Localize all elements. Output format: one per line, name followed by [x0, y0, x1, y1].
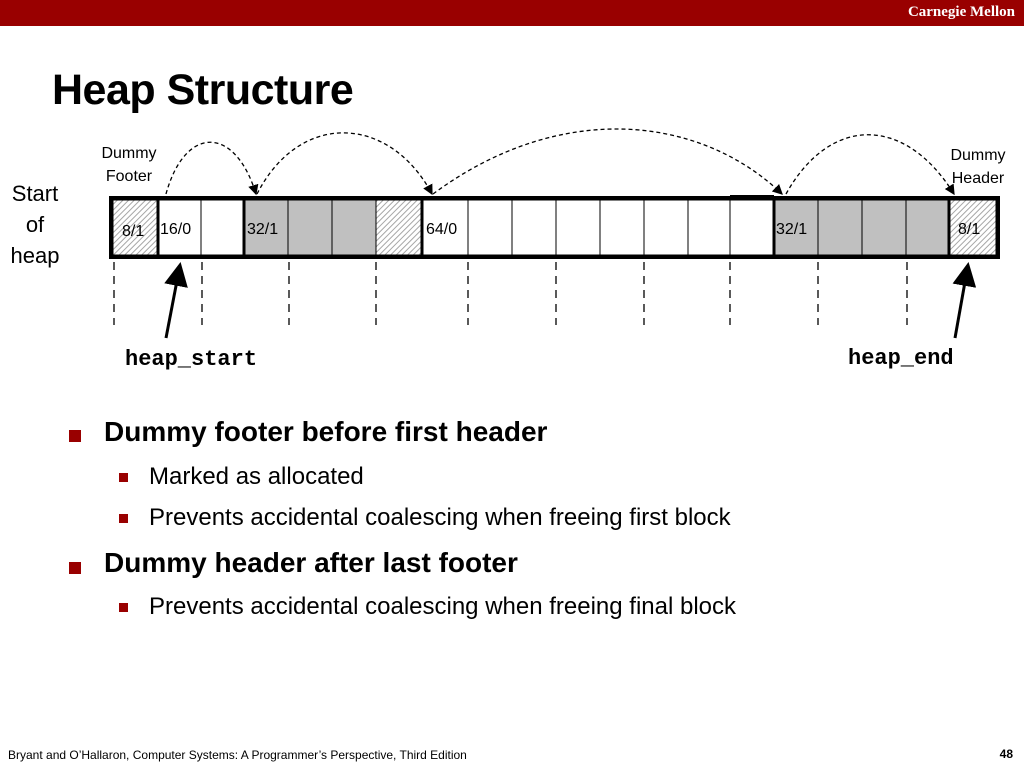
bullet-item: Dummy footer before first header	[104, 416, 548, 447]
heap-word-cell	[861, 199, 907, 256]
start-of-heap-line1: Start	[11, 181, 59, 206]
allocated-block-2-header-tag: 32/1	[776, 221, 807, 238]
slide-title: Heap Structure	[52, 66, 354, 114]
heap-word-cell	[243, 199, 289, 256]
sub-bullet-marker	[119, 514, 128, 523]
dummy-header-label-line1: Dummy	[950, 147, 1006, 164]
heap-end-pointer	[952, 262, 977, 339]
heap-word-cell	[200, 199, 245, 256]
link-arrow-footer-to-block	[165, 141, 259, 196]
heap-word-cell	[375, 199, 423, 256]
allocated-block-header-tag: 32/1	[247, 221, 278, 238]
start-of-heap-line2: of	[25, 212, 45, 237]
word-dash-lines	[113, 262, 908, 325]
start-of-heap-line3: heap	[10, 243, 60, 268]
dummy-footer-tag: 8/1	[122, 223, 144, 240]
heap-word-cell	[511, 199, 557, 256]
heap-word-cell	[287, 199, 333, 256]
heap-word-cell	[773, 199, 819, 256]
heap-word-cell	[729, 199, 775, 256]
page-number: 48	[999, 747, 1013, 761]
heap-word-cell	[643, 199, 689, 256]
heap-word-cell	[905, 199, 950, 256]
free-block-64-header-tag: 64/0	[426, 221, 457, 238]
bullet-item: Dummy header after last footer	[104, 547, 518, 578]
heap-border	[109, 196, 1000, 259]
heap-word-cell	[467, 199, 513, 256]
heap-word-cell	[599, 199, 645, 256]
start-of-heap-label: Start of heap	[6, 178, 64, 271]
bullet-marker	[69, 562, 81, 574]
heap-diagram: 8/1 16/0 32/1 64/0 32/1 8/1	[109, 128, 1000, 339]
link-arrow-block-to-dummy-header	[785, 134, 955, 196]
dummy-footer-label-line2: Footer	[105, 168, 153, 185]
heap-end-label: heap_end	[848, 346, 954, 371]
heap-word-cell	[817, 199, 863, 256]
heap-start-pointer	[164, 262, 188, 339]
heap-word-cell	[331, 199, 377, 256]
heap-word-cell	[687, 199, 731, 256]
dummy-footer-label-line1: Dummy	[101, 145, 157, 162]
heap-word-cell	[555, 199, 601, 256]
sub-bullet-item: Prevents accidental coalescing when free…	[149, 593, 737, 620]
sub-bullet-item: Marked as allocated	[149, 463, 364, 490]
sub-bullet-marker	[119, 603, 128, 612]
dummy-header-label: Dummy Header	[940, 144, 1016, 190]
heap-start-label: heap_start	[125, 347, 258, 372]
sub-bullet-item: Prevents accidental coalescing when free…	[149, 504, 731, 531]
link-arrow-free-to-block	[432, 128, 783, 195]
brand-label: Carnegie Mellon	[907, 4, 1015, 20]
citation-footer: Bryant and O’Hallaron, Computer Systems:…	[8, 748, 467, 762]
free-block-header-tag: 16/0	[160, 221, 191, 238]
bullet-marker	[69, 430, 81, 442]
dummy-header-tag: 8/1	[958, 221, 980, 238]
sub-bullet-marker	[119, 473, 128, 482]
header-bar: Carnegie Mellon	[0, 0, 1024, 26]
dummy-header-label-line2: Header	[951, 170, 1005, 187]
link-arrow-block-to-free	[256, 132, 433, 196]
dummy-footer-label: Dummy Footer	[92, 142, 166, 188]
